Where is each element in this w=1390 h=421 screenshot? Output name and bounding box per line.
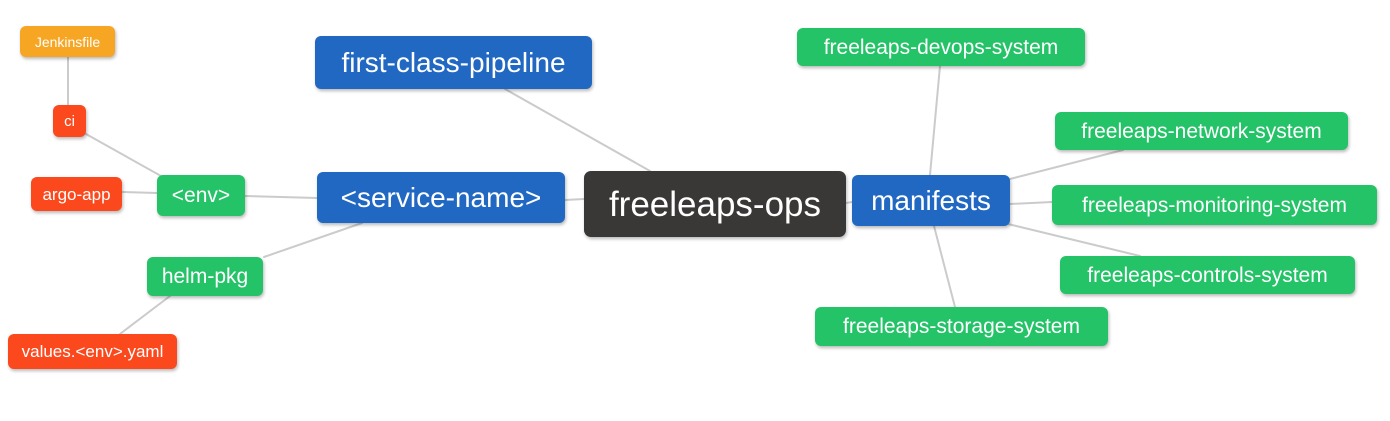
node-freeleaps-controls-system[interactable]: freeleaps-controls-system [1060, 256, 1355, 294]
edge-service-name-ops [564, 198, 585, 201]
edge-values-helm-pkg [119, 295, 171, 335]
edge-ci-env [85, 133, 162, 177]
node-freeleaps-ops[interactable]: freeleaps-ops [584, 171, 846, 237]
edge-manifests-controls [1007, 223, 1141, 257]
edge-pipeline-ops [504, 88, 651, 172]
node-jenkinsfile[interactable]: Jenkinsfile [20, 26, 115, 57]
node-values-env-yaml[interactable]: values.<env>.yaml [8, 334, 177, 369]
node-service-name[interactable]: <service-name> [317, 172, 565, 223]
edge-manifests-storage [933, 225, 956, 308]
node-ci[interactable]: ci [53, 105, 86, 137]
node-env[interactable]: <env> [157, 175, 245, 216]
edge-manifests-network [1009, 149, 1124, 180]
edge-manifests-monitoring [1009, 201, 1053, 205]
edge-argo-app-env [121, 191, 158, 194]
edge-helm-pkg-service-name [263, 222, 363, 258]
node-freeleaps-storage-system[interactable]: freeleaps-storage-system [815, 307, 1108, 346]
node-manifests[interactable]: manifests [852, 175, 1010, 226]
node-freeleaps-monitoring-system[interactable]: freeleaps-monitoring-system [1052, 185, 1377, 225]
node-freeleaps-network-system[interactable]: freeleaps-network-system [1055, 112, 1348, 150]
edge-ops-manifests [845, 201, 853, 204]
node-freeleaps-devops-system[interactable]: freeleaps-devops-system [797, 28, 1085, 66]
node-argo-app[interactable]: argo-app [31, 177, 122, 211]
edge-env-service-name [244, 195, 318, 199]
node-first-class-pipeline[interactable]: first-class-pipeline [315, 36, 592, 89]
node-helm-pkg[interactable]: helm-pkg [147, 257, 263, 296]
edge-manifests-devops [929, 65, 941, 176]
